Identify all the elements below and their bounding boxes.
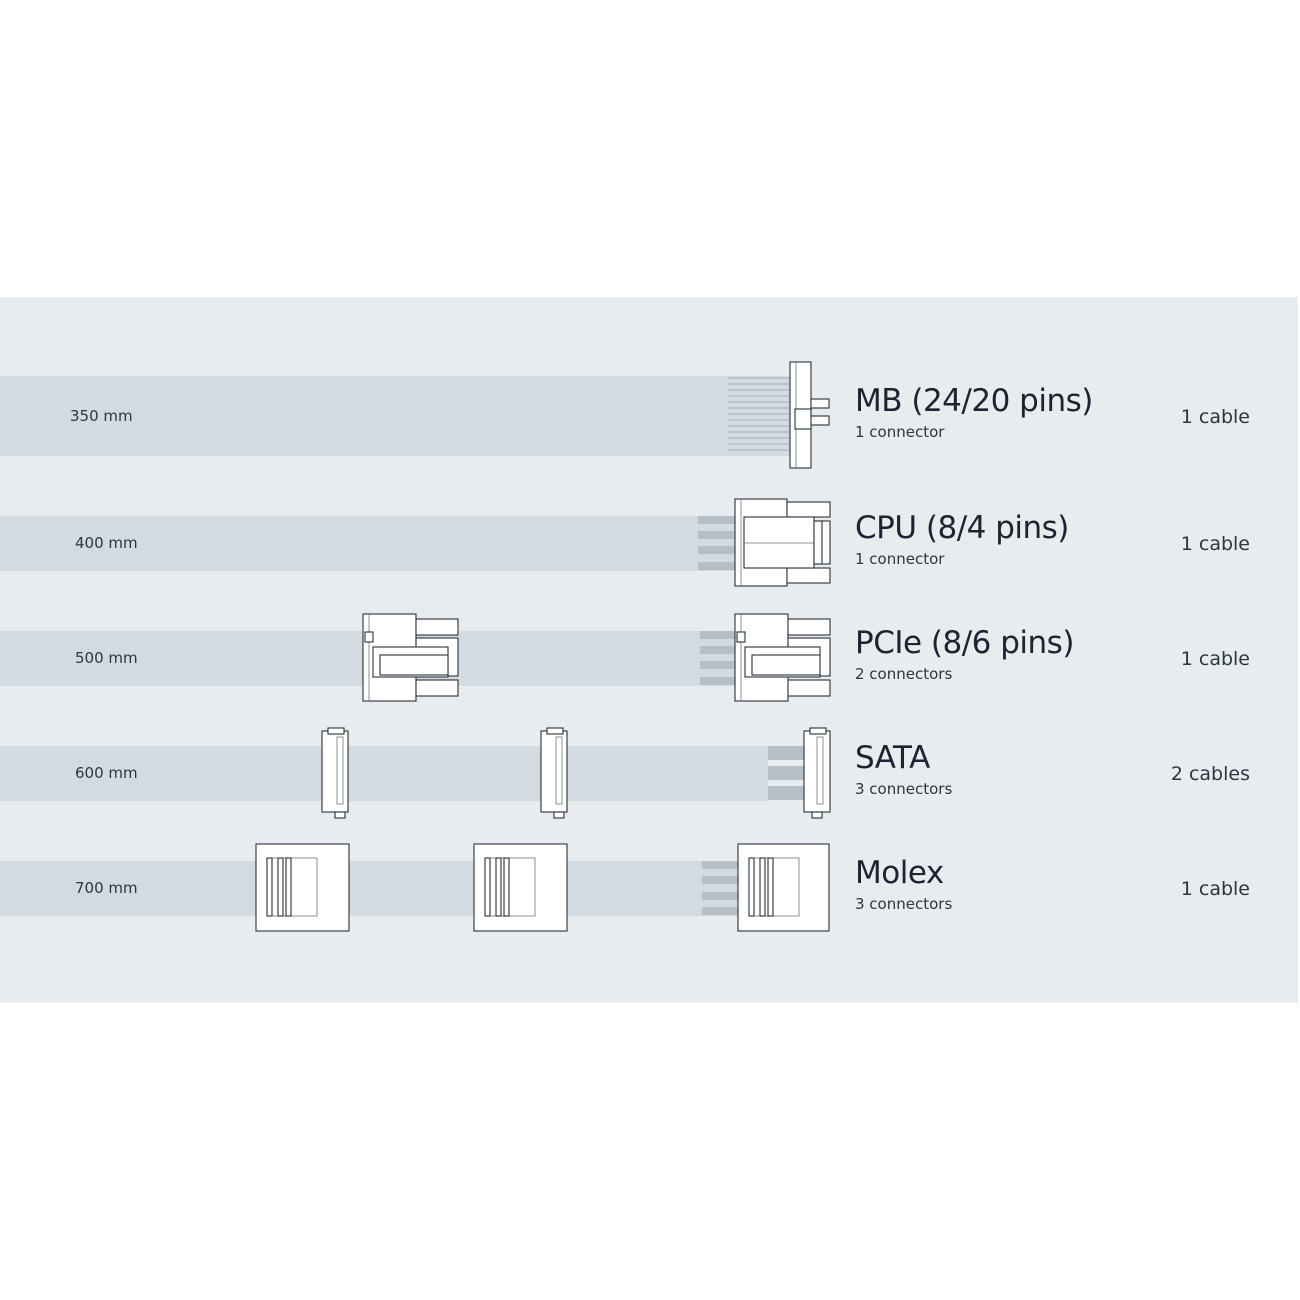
length-label-mb: 350 mm [70,407,133,425]
pcie-wires [700,631,735,685]
cable-title-pcie: PCIe (8/6 pins) [855,625,1074,661]
pcie-connector-middle [362,613,459,702]
length-label-molex: 700 mm [75,879,138,897]
cable-count-sata: 2 cables [1171,763,1250,785]
molex-wires [702,861,738,915]
molex-connector-2 [473,843,568,932]
cable-band-cpu [0,516,735,571]
connector-count-mb: 1 connector [855,423,945,441]
cable-count-pcie: 1 cable [1181,648,1250,670]
sata-connector-2 [540,727,568,819]
length-label-cpu: 400 mm [75,534,138,552]
cable-title-molex: Molex [855,855,944,891]
cable-title-mb: MB (24/20 pins) [855,383,1093,419]
cable-row-cpu: 400 mm CPU (8/4 pins) 1 connector 1 cabl… [0,498,1250,587]
connector-count-cpu: 1 connector [855,550,945,568]
cpu-connector [734,498,831,587]
cable-count-cpu: 1 cable [1181,533,1250,555]
cable-row-sata: 600 mm SATA 3 connectors 2 cables [0,727,1250,819]
connector-count-molex: 3 connectors [855,895,952,913]
sata-connector-1 [321,727,349,819]
cable-title-cpu: CPU (8/4 pins) [855,510,1069,546]
cable-band-molex [0,861,738,916]
cable-band-mb [0,376,790,456]
cable-count-mb: 1 cable [1181,406,1250,428]
mb-connector [789,361,830,469]
cable-title-sata: SATA [855,740,930,776]
sata-connector-3 [803,727,831,819]
cable-row-pcie: 500 mm PCIe (8/6 pins) 2 connectors 1 ca… [0,613,1250,702]
mb-wires [728,377,790,451]
molex-connector-3 [737,843,830,932]
connector-count-pcie: 2 connectors [855,665,952,683]
length-label-sata: 600 mm [75,764,138,782]
molex-connector-1 [255,843,350,932]
pcie-connector-end [734,613,831,702]
cable-row-molex: 700 mm Molex 3 connectors 1 cable [0,843,1250,932]
connector-count-sata: 3 connectors [855,780,952,798]
cable-row-mb: 350 mm MB (24/20 pins) 1 connector 1 cab… [0,361,1250,469]
length-label-pcie: 500 mm [75,649,138,667]
cpu-wires [698,516,735,570]
cable-count-molex: 1 cable [1181,878,1250,900]
cable-band-sata [0,746,768,801]
sata-wires [768,746,804,800]
